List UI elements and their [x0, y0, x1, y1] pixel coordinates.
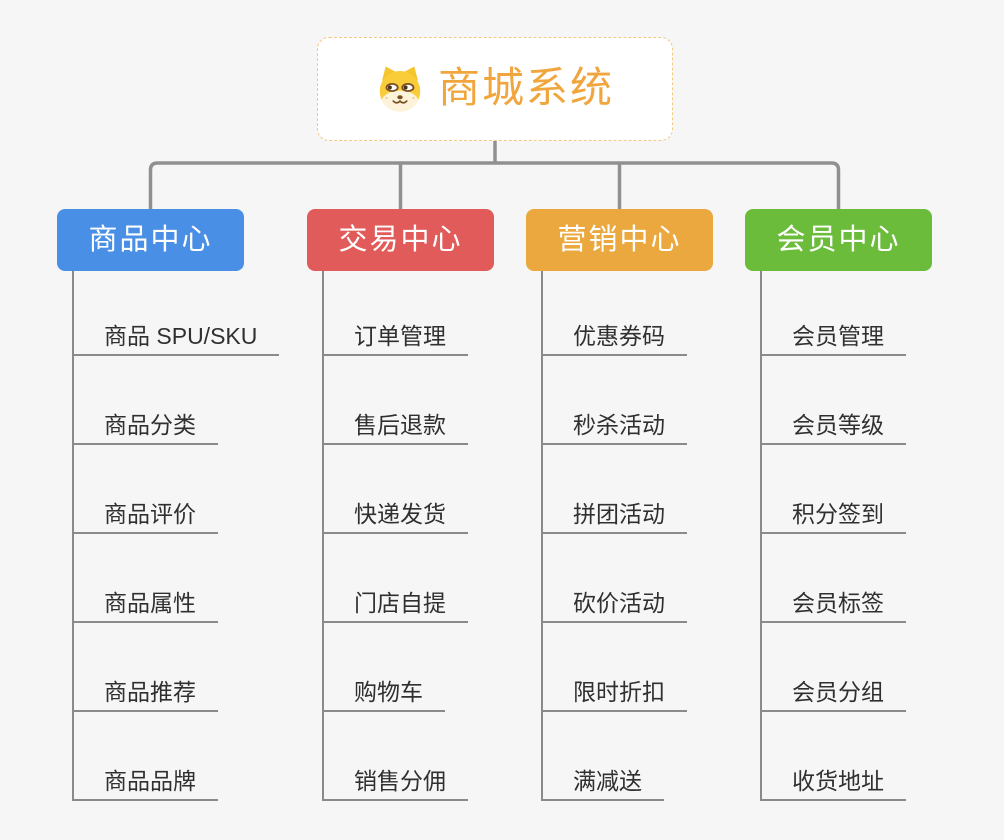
leaf-node[interactable]: 拼团活动 [541, 494, 687, 534]
leaf-node-label: 会员分组 [792, 678, 884, 705]
connector-line [148, 161, 841, 209]
leaf-node[interactable]: 购物车 [322, 672, 445, 712]
branch-node-label: 交易中心 [338, 223, 463, 256]
branch-node-label: 会员中心 [776, 223, 901, 256]
leaf-node-label: 商品品牌 [104, 767, 196, 794]
leaf-node-label: 订单管理 [354, 322, 446, 349]
leaf-node[interactable]: 商品分类 [72, 405, 218, 445]
leaf-node-label: 优惠券码 [573, 322, 665, 349]
leaf-node[interactable]: 商品品牌 [72, 761, 218, 801]
leaf-node[interactable]: 门店自提 [322, 583, 468, 623]
branch-node-label: 营销中心 [557, 223, 682, 256]
leaf-node[interactable]: 售后退款 [322, 405, 468, 445]
leaf-node[interactable]: 销售分佣 [322, 761, 468, 801]
leaf-node-label: 收货地址 [792, 767, 884, 794]
leaf-node-label: 门店自提 [354, 589, 446, 616]
leaf-node[interactable]: 商品属性 [72, 583, 218, 623]
dog-pupil-left [387, 85, 392, 90]
leaf-node-label: 快递发货 [354, 500, 446, 527]
leaf-node[interactable]: 会员标签 [760, 583, 906, 623]
leaf-node-label: 会员等级 [792, 411, 884, 438]
dog-whisker-dot-left [385, 96, 388, 100]
leaf-node-label: 满减送 [573, 767, 642, 794]
dog-pupil-right [403, 85, 408, 90]
leaf-node-label: 商品评价 [104, 500, 196, 527]
branch-node[interactable]: 会员中心 [745, 209, 932, 271]
dog-whisker-dot-right [412, 96, 415, 100]
leaf-node-label: 拼团活动 [573, 500, 665, 527]
leaf-node[interactable]: 商品 SPU/SKU [72, 316, 280, 356]
dog-muzzle [381, 90, 419, 112]
leaf-node[interactable]: 限时折扣 [541, 672, 687, 712]
leaf-node-label: 砍价活动 [573, 589, 665, 616]
leaf-node[interactable]: 会员管理 [760, 316, 906, 356]
leaf-node-label: 商品 SPU/SKU [104, 322, 258, 349]
leaf-node-label: 会员管理 [792, 322, 884, 349]
leaf-node[interactable]: 秒杀活动 [541, 405, 687, 445]
leaf-node-label: 商品分类 [104, 411, 196, 438]
leaf-node[interactable]: 快递发货 [322, 494, 468, 534]
branch-node[interactable]: 营销中心 [526, 209, 713, 271]
leaf-node-label: 销售分佣 [354, 767, 446, 794]
leaf-node-label: 商品属性 [104, 589, 196, 616]
leaf-node[interactable]: 订单管理 [322, 316, 468, 356]
leaf-node-label: 商品推荐 [104, 678, 196, 705]
leaf-node[interactable]: 优惠券码 [541, 316, 687, 356]
leaf-node[interactable]: 收货地址 [760, 761, 906, 801]
branch-node-label: 商品中心 [88, 223, 213, 256]
leaf-node[interactable]: 会员分组 [760, 672, 906, 712]
branch-node[interactable]: 商品中心 [57, 209, 244, 271]
leaf-node-label: 积分签到 [792, 500, 884, 527]
leaf-node[interactable]: 商品评价 [72, 494, 218, 534]
leaf-node-label: 购物车 [354, 678, 423, 705]
leaf-node-label: 会员标签 [792, 589, 884, 616]
branch-node[interactable]: 交易中心 [307, 209, 494, 271]
root-node[interactable]: 商城系统 [317, 37, 673, 141]
leaf-node[interactable]: 积分签到 [760, 494, 906, 534]
leaf-node[interactable]: 满减送 [541, 761, 664, 801]
dog-mouth [392, 99, 408, 104]
leaf-node[interactable]: 砍价活动 [541, 583, 687, 623]
dog-nose [397, 95, 403, 100]
leaf-node-label: 限时折扣 [573, 678, 665, 705]
leaf-node-label: 售后退款 [354, 411, 446, 438]
leaf-node[interactable]: 会员等级 [760, 405, 906, 445]
leaf-node[interactable]: 商品推荐 [72, 672, 218, 712]
root-node-label: 商城系统 [437, 64, 614, 111]
dog-face-icon [376, 65, 424, 113]
leaf-node-label: 秒杀活动 [573, 411, 665, 438]
